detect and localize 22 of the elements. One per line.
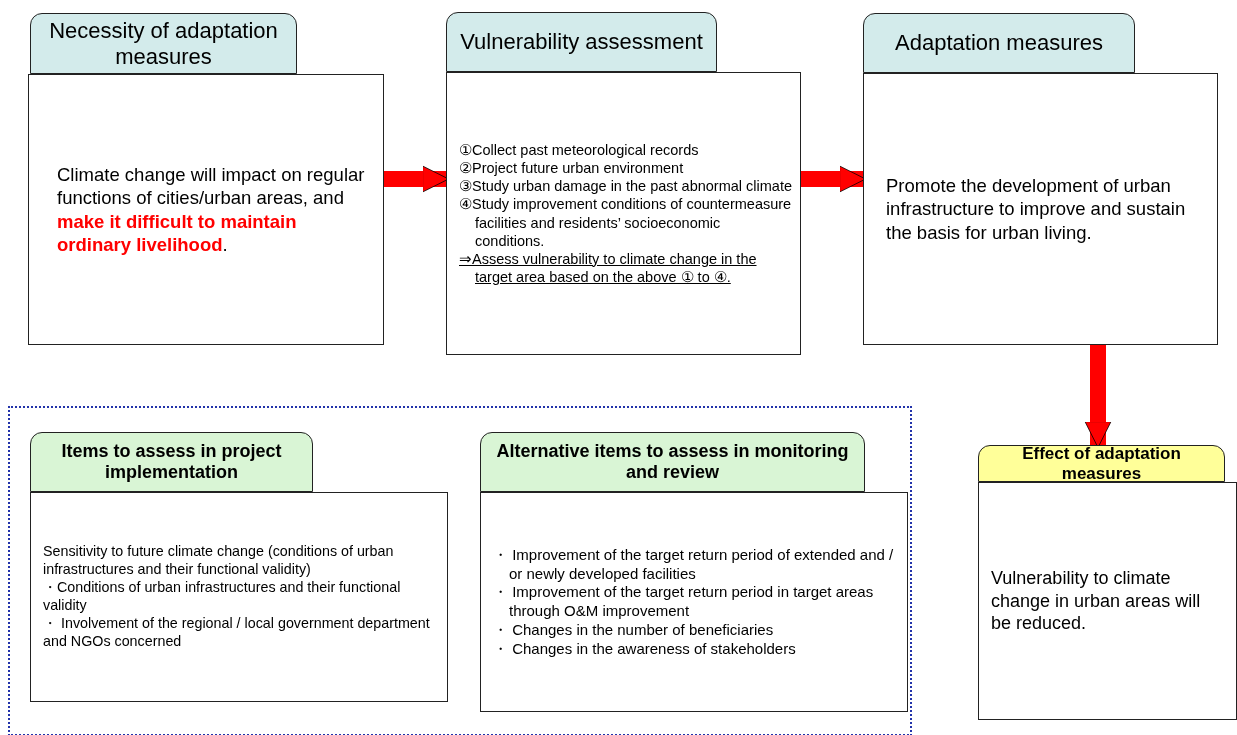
heading-tab: Items to assess in project implementation: [30, 432, 313, 492]
body-text: ⇒Assess vulnerability to climate change in the target area based on the above ① to ④.: [459, 249, 758, 286]
body-text: ・Conditions of urban infrastructures and their functional validity: [43, 579, 402, 615]
heading-tab: Necessity of adaptation measures: [30, 13, 297, 74]
body-text: ・ Changes in the number of beneficiaries: [493, 620, 775, 640]
body-text: ・ Involvement of the regional / local government department and NGOs concerned: [43, 614, 431, 651]
body-text: ④Study improvement conditions of countermeasure facilities and residents’ socioeconomic conditions.: [459, 195, 792, 250]
body-text: ①Collect past meteorological records: [459, 141, 700, 160]
body-text: ・ Changes in the awareness of stakeholders: [493, 639, 797, 659]
body-text: Sensitivity to future climate change (conditions of urban infrastructures and their functional validity): [43, 543, 395, 580]
heading-tab: Effect of adaptation measures: [978, 445, 1225, 482]
body-text: ②Project future urban environment: [459, 159, 685, 178]
body-text: Climate change will impact on regular functions of cities/urban areas, and make it difficult to maintain ordinary livelihood.: [57, 163, 365, 256]
body-text: Vulnerability to climate change in urban areas will be reduced.: [991, 567, 1202, 635]
heading-tab: Adaptation measures: [863, 13, 1135, 73]
dotted-group-frame: [8, 406, 912, 735]
body-text: Promote the development of urban infrastructure to improve and sustain the basis for urban living.: [886, 174, 1187, 244]
body-text: ・ Improvement of the target return period of extended and / or newly developed facilities: [493, 545, 895, 584]
body-text: ・ Improvement of the target return period in target areas through O&M improvement: [493, 583, 875, 621]
body-text: ③Study urban damage in the past abnormal climate: [459, 177, 792, 196]
heading-tab: Vulnerability assessment: [446, 12, 717, 72]
heading-tab: Alternative items to assess in monitoring and review: [480, 432, 865, 492]
